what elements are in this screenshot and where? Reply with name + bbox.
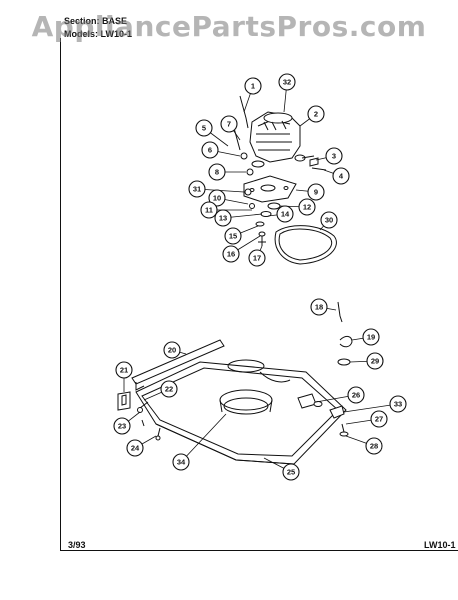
frame-bottom-border — [60, 550, 458, 551]
svg-text:7: 7 — [227, 120, 231, 129]
callout-19: 19 — [362, 328, 380, 346]
callout-25: 25 — [282, 463, 300, 481]
callout-26: 26 — [347, 386, 365, 404]
svg-text:18: 18 — [315, 303, 323, 312]
svg-text:14: 14 — [281, 210, 290, 219]
svg-text:1: 1 — [251, 82, 255, 91]
callout-14: 14 — [276, 205, 294, 223]
callout-12: 12 — [298, 198, 316, 216]
motor-assembly — [249, 111, 306, 168]
mounting-plate — [243, 175, 297, 203]
svg-text:16: 16 — [227, 250, 235, 259]
svg-text:4: 4 — [339, 172, 344, 181]
svg-text:24: 24 — [131, 444, 140, 453]
callout-9: 9 — [307, 183, 325, 201]
frame-left-border — [60, 38, 61, 550]
callout-31: 31 — [188, 180, 206, 198]
callout-32: 32 — [278, 73, 296, 91]
watermark-text: AppliancePartsPros.com — [31, 10, 427, 43]
svg-text:5: 5 — [202, 124, 206, 133]
svg-text:28: 28 — [370, 442, 378, 451]
svg-text:30: 30 — [325, 216, 333, 225]
svg-text:6: 6 — [208, 146, 212, 155]
svg-text:32: 32 — [283, 78, 291, 87]
callout-17: 17 — [248, 249, 266, 267]
callout-4: 4 — [332, 167, 350, 185]
callout-29: 29 — [366, 352, 384, 370]
callout-30: 30 — [320, 211, 338, 229]
callout-7: 7 — [220, 115, 238, 133]
callout-15: 15 — [224, 227, 242, 245]
svg-text:34: 34 — [177, 458, 186, 467]
section-label: Section: BASE — [64, 16, 128, 26]
svg-text:10: 10 — [213, 194, 221, 203]
callout-11: 11 — [200, 201, 218, 219]
svg-text:11: 11 — [205, 206, 213, 215]
callout-1: 1 — [244, 77, 262, 95]
svg-text:21: 21 — [120, 366, 128, 375]
svg-text:20: 20 — [168, 346, 176, 355]
callout-6: 6 — [201, 141, 219, 159]
callout-13: 13 — [214, 209, 232, 227]
svg-text:26: 26 — [352, 391, 360, 400]
side-rail — [131, 339, 225, 391]
models-label: Models: LW10-1 — [64, 29, 133, 39]
callout-8: 8 — [208, 163, 226, 181]
callout-10: 10 — [208, 189, 226, 207]
callout-16: 16 — [222, 245, 240, 263]
svg-text:8: 8 — [215, 168, 219, 177]
svg-text:25: 25 — [287, 468, 295, 477]
svg-text:12: 12 — [303, 203, 311, 212]
callout-2: 2 — [307, 105, 325, 123]
base-plate — [135, 361, 347, 465]
svg-text:27: 27 — [375, 415, 383, 424]
svg-text:33: 33 — [394, 400, 402, 409]
callout-5: 5 — [195, 119, 213, 137]
foot-bracket — [117, 391, 131, 411]
belt-part — [274, 225, 337, 265]
callout-28: 28 — [365, 437, 383, 455]
svg-text:19: 19 — [367, 333, 375, 342]
svg-text:22: 22 — [165, 385, 173, 394]
callout-27: 27 — [370, 410, 388, 428]
svg-text:17: 17 — [253, 254, 261, 263]
callout-18: 18 — [310, 298, 328, 316]
callout-3: 3 — [325, 147, 343, 165]
callout-33: 33 — [389, 395, 407, 413]
callout-24: 24 — [126, 439, 144, 457]
callout-23: 23 — [113, 417, 131, 435]
footer-date: 3/93 — [68, 540, 86, 550]
svg-text:15: 15 — [229, 232, 237, 241]
callout-34: 34 — [172, 453, 190, 471]
svg-text:9: 9 — [314, 188, 318, 197]
svg-text:23: 23 — [118, 422, 126, 431]
svg-text:3: 3 — [332, 152, 336, 161]
svg-text:29: 29 — [371, 357, 379, 366]
svg-text:31: 31 — [193, 185, 201, 194]
svg-text:13: 13 — [219, 214, 227, 223]
base-opening — [219, 359, 291, 415]
svg-text:2: 2 — [314, 110, 318, 119]
callout-22: 22 — [160, 380, 178, 398]
callout-20: 20 — [163, 341, 181, 359]
footer-page-code: LW10-1 — [424, 540, 456, 550]
callout-21: 21 — [115, 361, 133, 379]
